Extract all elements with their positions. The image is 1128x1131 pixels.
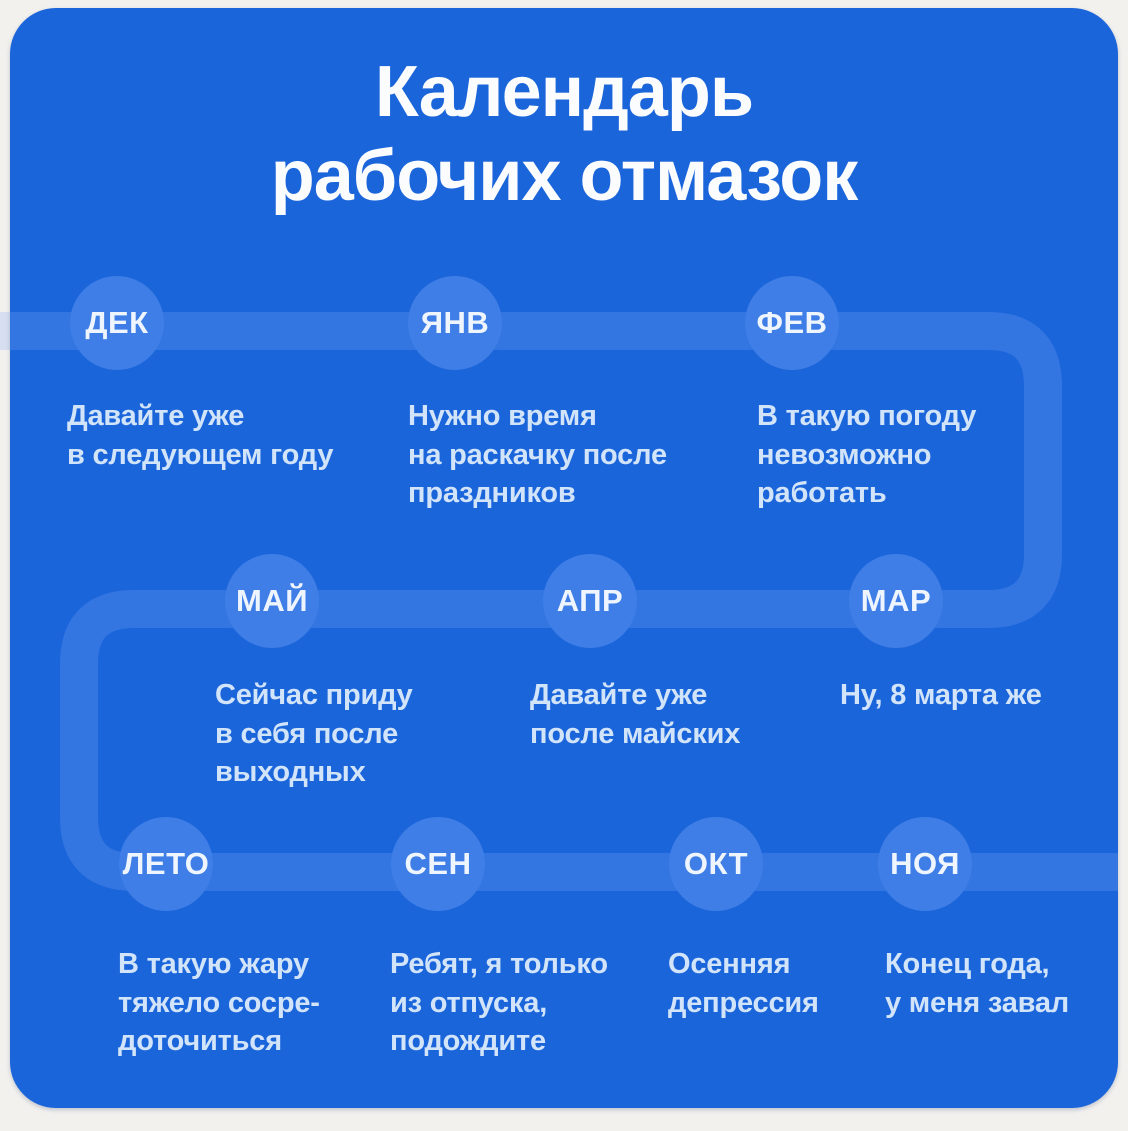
month-label-summer: ЛЕТО — [122, 846, 210, 881]
excuse-mar: Ну, 8 марта же — [840, 676, 1042, 715]
excuse-line: Осенняя — [668, 948, 791, 980]
excuse-line: в себя после — [215, 717, 399, 750]
excuse-line: выходных — [215, 756, 366, 789]
month-label-nov: НОЯ — [890, 846, 960, 881]
excuse-line: после майских — [530, 717, 741, 750]
month-node-jan: ЯНВ — [408, 276, 502, 370]
excuse-sep: Ребят, я только из отпуска, подождите — [390, 945, 608, 1061]
month-node-may: МАЙ — [225, 554, 319, 648]
excuse-line: В такую жару — [118, 948, 309, 980]
excuse-line: доточиться — [118, 1025, 282, 1058]
month-node-sep: СЕН — [391, 817, 485, 911]
excuse-line: невозможно — [757, 438, 932, 471]
excuse-may: Сейчас приду в себя после выходных — [215, 676, 413, 792]
month-node-feb: ФЕВ — [745, 276, 839, 370]
month-label-jan: ЯНВ — [420, 305, 490, 340]
month-node-apr: АПР — [543, 554, 637, 648]
excuse-summer: В такую жару тяжело сосре- доточиться — [118, 945, 320, 1061]
month-node-nov: НОЯ — [878, 817, 972, 911]
excuse-line: подождите — [390, 1025, 546, 1058]
month-label-may: МАЙ — [236, 583, 308, 618]
month-node-mar: МАР — [849, 554, 943, 648]
excuse-line: В такую погоду — [757, 400, 977, 432]
month-label-sep: СЕН — [404, 846, 472, 881]
excuse-dec: Давайте уже в следующем году — [67, 397, 333, 474]
month-label-dec: ДЕК — [85, 305, 149, 340]
excuse-line: Ребят, я только — [390, 948, 608, 980]
excuse-line: депрессия — [668, 986, 819, 1019]
month-node-summer: ЛЕТО — [119, 817, 213, 911]
timeline-band-stub — [0, 312, 11, 350]
excuse-jan: Нужно время на раскачку после праздников — [408, 397, 667, 513]
excuse-feb: В такую погоду невозможно работать — [757, 397, 976, 513]
excuse-oct: Осенняя депрессия — [668, 945, 819, 1022]
excuse-line: Ну, 8 марта же — [840, 679, 1042, 711]
month-label-feb: ФЕВ — [756, 305, 828, 340]
excuse-line: в следующем году — [67, 438, 334, 471]
page-title-line2: рабочих отмазок — [270, 136, 859, 217]
excuse-apr: Давайте уже после майских — [530, 676, 740, 753]
month-label-apr: АПР — [556, 583, 624, 618]
calendar-card: Календарь рабочих отмазок ДЕК ЯНВ ФЕВ МА… — [10, 8, 1118, 1108]
excuse-line: у меня завал — [885, 986, 1070, 1019]
excuse-line: Нужно время — [408, 400, 597, 432]
excuse-line: Сейчас приду — [215, 679, 413, 711]
month-node-oct: ОКТ — [669, 817, 763, 911]
page-title-line1: Календарь — [374, 52, 754, 132]
excuse-line: Давайте уже — [530, 679, 708, 711]
month-label-oct: ОКТ — [683, 846, 749, 881]
page-title: Календарь рабочих отмазок — [10, 50, 1118, 218]
excuse-line: на раскачку после — [408, 438, 667, 471]
month-node-dec: ДЕК — [70, 276, 164, 370]
excuse-nov: Конец года, у меня завал — [885, 945, 1069, 1022]
excuse-line: Давайте уже — [67, 400, 245, 432]
excuse-line: работать — [757, 477, 887, 510]
excuse-line: праздников — [408, 477, 576, 510]
excuse-line: из отпуска, — [390, 986, 548, 1019]
excuse-line: Конец года, — [885, 948, 1050, 980]
excuse-line: тяжело сосре- — [118, 986, 320, 1019]
month-label-mar: МАР — [860, 583, 932, 618]
